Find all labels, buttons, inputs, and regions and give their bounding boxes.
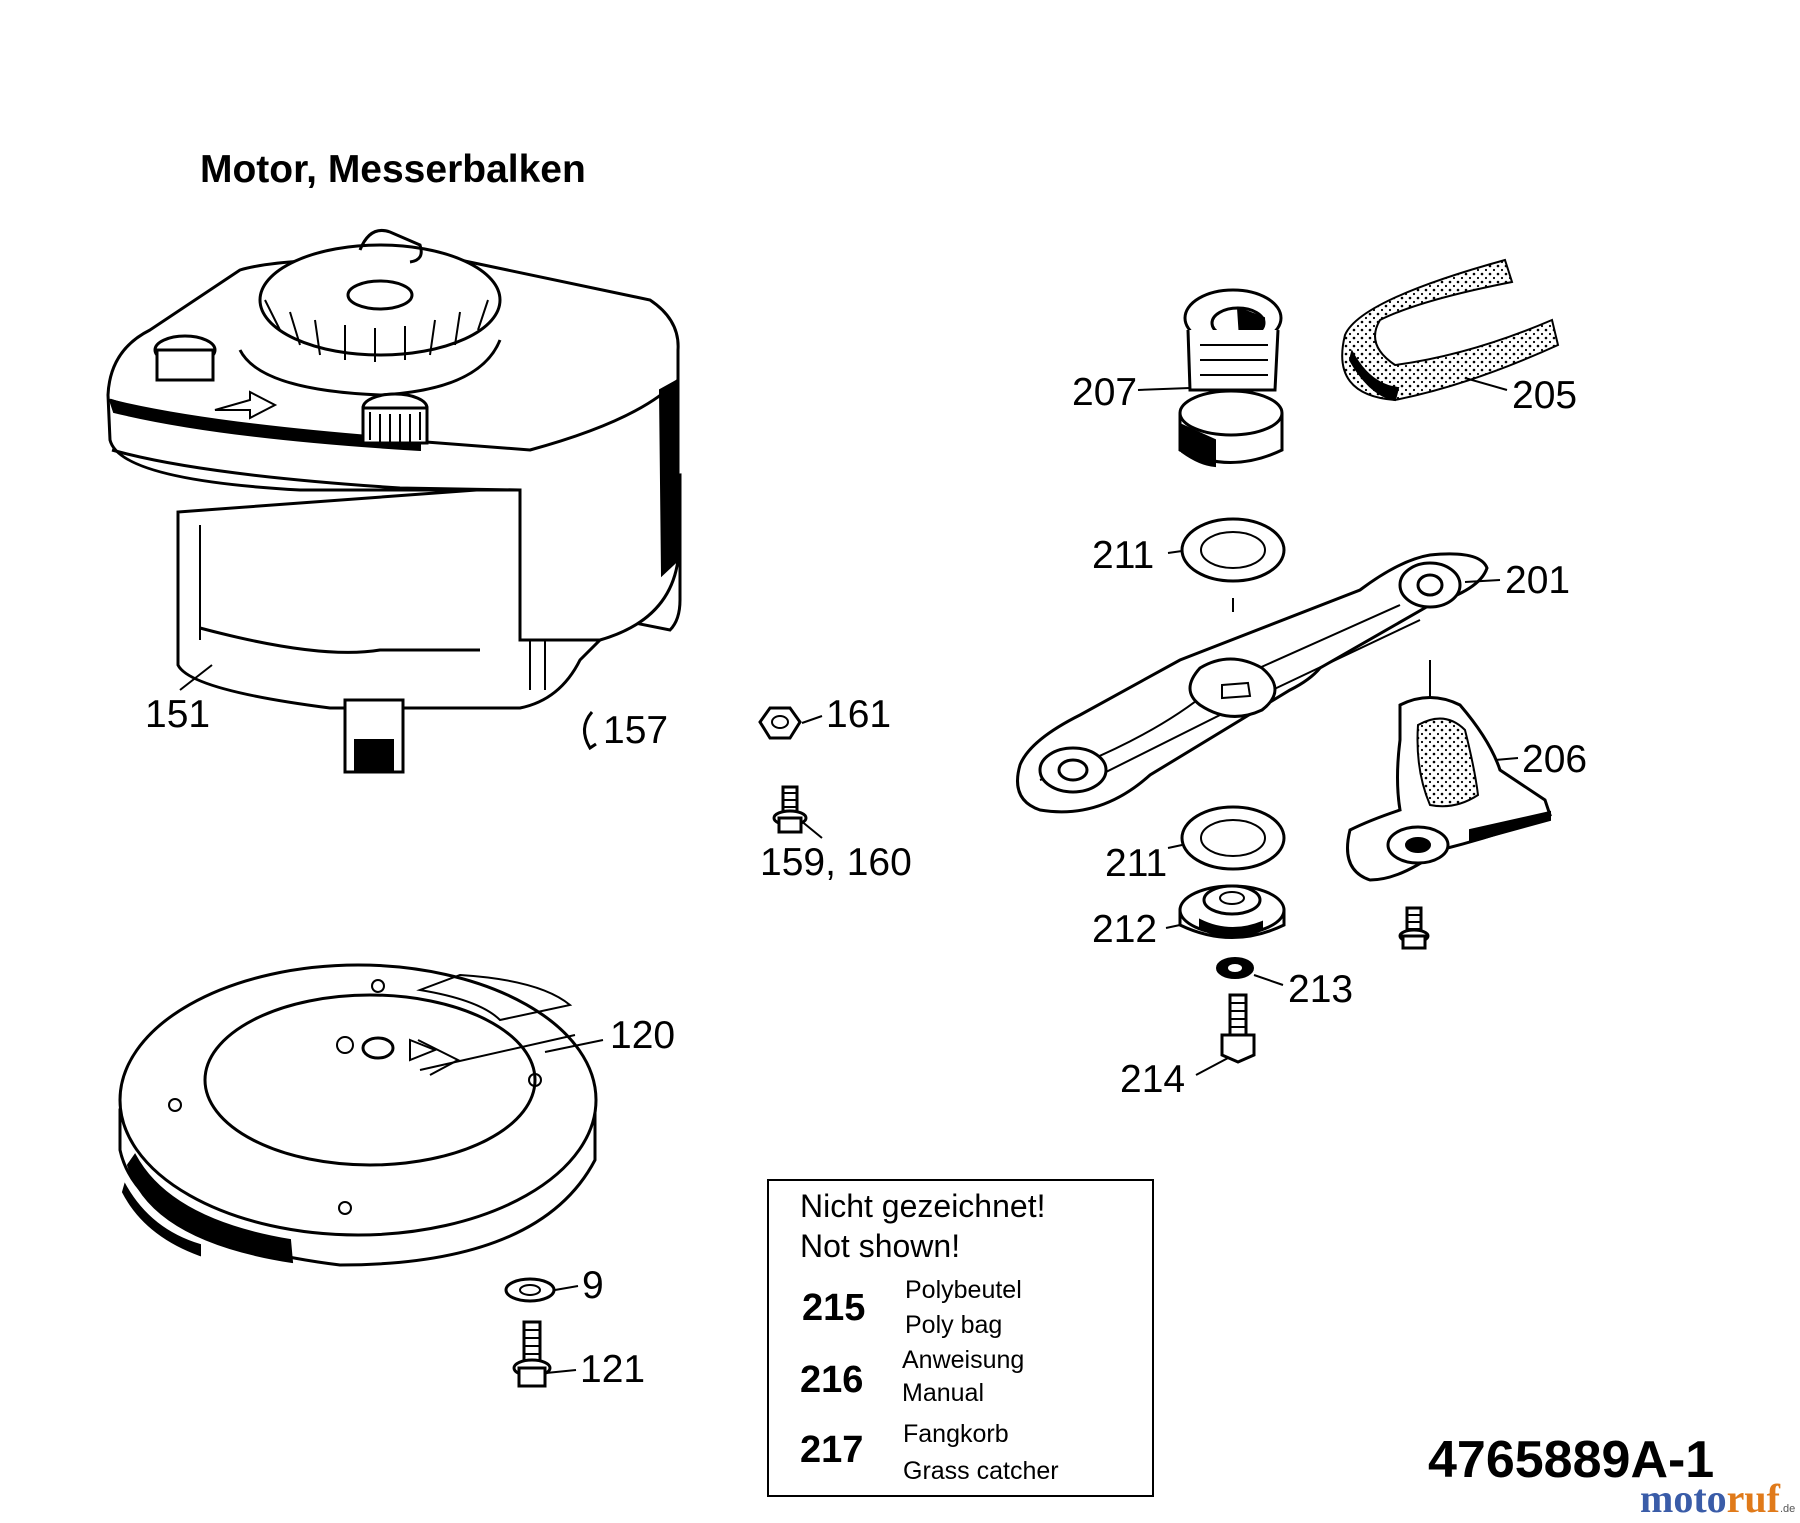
item-number: 217 <box>800 1429 863 1471</box>
leader-159-160 <box>799 819 823 839</box>
leader-212 <box>1165 924 1181 929</box>
label-213: 213 <box>1288 968 1353 1011</box>
item-name-de: Polybeutel <box>905 1276 1022 1304</box>
not-shown-heading-en: Not shown! <box>800 1228 960 1264</box>
item-name-en: Poly bag <box>905 1311 1002 1339</box>
bolt-121-shape <box>512 1320 552 1388</box>
leader-151 <box>179 664 213 691</box>
clip-157-shape <box>583 711 597 751</box>
item-name-de: Fangkorb <box>903 1420 1009 1448</box>
label-157: 157 <box>603 709 668 752</box>
adapter-207-shape <box>1178 288 1284 468</box>
nut-161-shape <box>758 706 802 740</box>
leader-120 <box>544 1039 604 1053</box>
leader-207 <box>1137 387 1191 391</box>
leader-214 <box>1195 1057 1229 1076</box>
item-number: 216 <box>800 1359 863 1401</box>
item-number: 215 <box>802 1287 865 1329</box>
diagram-title: Motor, Messerbalken <box>200 148 586 191</box>
blade-tip-206-shape <box>1346 696 1552 882</box>
blade-201-shape <box>1016 552 1489 814</box>
washer-9-shape <box>504 1277 556 1303</box>
drawing-number: 4765889A-1 <box>1428 1431 1714 1489</box>
item-name-de: Anweisung <box>902 1346 1024 1374</box>
label-159-160: 159, 160 <box>760 841 912 884</box>
leader-206 <box>1494 757 1519 761</box>
label-201: 201 <box>1505 559 1570 602</box>
item-name-en: Grass catcher <box>903 1457 1059 1485</box>
leader-161 <box>801 715 823 724</box>
bolt-214-shape <box>1220 993 1256 1064</box>
label-121: 121 <box>580 1348 645 1391</box>
bolt-159-160-shape <box>772 785 808 834</box>
label-205: 205 <box>1512 374 1577 417</box>
label-207: 207 <box>1072 371 1137 414</box>
engine-drawing <box>106 229 682 774</box>
spring-205-shape <box>1341 258 1560 402</box>
leader-211-lower <box>1167 844 1183 849</box>
washer-211-lower-shape <box>1180 805 1286 871</box>
svg-text:motoruf.de: motoruf.de <box>1640 1476 1795 1521</box>
item-name-en: Manual <box>902 1379 984 1407</box>
label-214: 214 <box>1120 1058 1185 1101</box>
label-211-lower: 211 <box>1105 842 1167 885</box>
label-151: 151 <box>145 693 210 736</box>
lockwasher-213-shape <box>1216 957 1254 979</box>
label-212: 212 <box>1092 908 1157 951</box>
not-shown-box: Nicht gezeichnet! Not shown! 215 Polybeu… <box>767 1179 1154 1497</box>
label-211-upper: 211 <box>1092 534 1154 577</box>
watermark-logo: motoruf.de <box>1640 1476 1795 1521</box>
leader-213 <box>1253 974 1284 986</box>
label-206: 206 <box>1522 738 1587 781</box>
label-9: 9 <box>582 1264 604 1307</box>
leader-9 <box>554 1285 579 1291</box>
label-120: 120 <box>610 1014 675 1057</box>
blade-tip-screw-shape <box>1398 906 1430 950</box>
leader-121 <box>545 1369 577 1374</box>
not-shown-heading-de: Nicht gezeichnet! <box>800 1188 1045 1224</box>
leader-205 <box>1464 377 1508 391</box>
pulley-212-shape <box>1178 884 1286 939</box>
washer-211-upper-shape <box>1180 517 1286 583</box>
label-161: 161 <box>826 693 891 736</box>
deck-ring-shape <box>118 963 598 1267</box>
leader-211-upper <box>1167 550 1183 554</box>
leader-201 <box>1464 579 1501 583</box>
